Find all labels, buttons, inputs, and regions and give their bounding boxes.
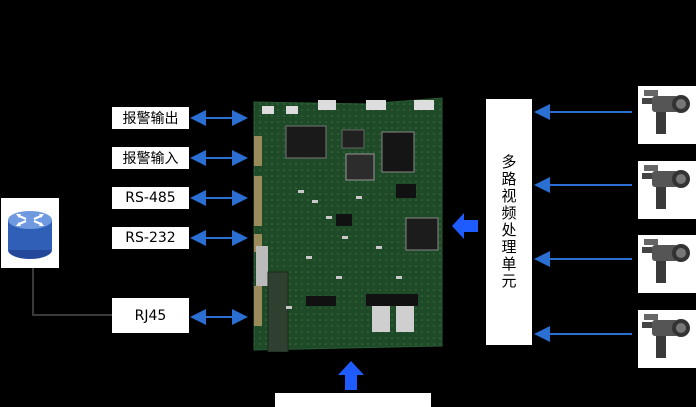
camera-icon-2 (638, 161, 696, 219)
camera-icon-4 (638, 310, 696, 368)
big-up-arrow (338, 361, 364, 390)
camera-icon-3 (638, 235, 696, 293)
big-left-arrow (452, 213, 478, 239)
camera-icon-1 (638, 86, 696, 144)
